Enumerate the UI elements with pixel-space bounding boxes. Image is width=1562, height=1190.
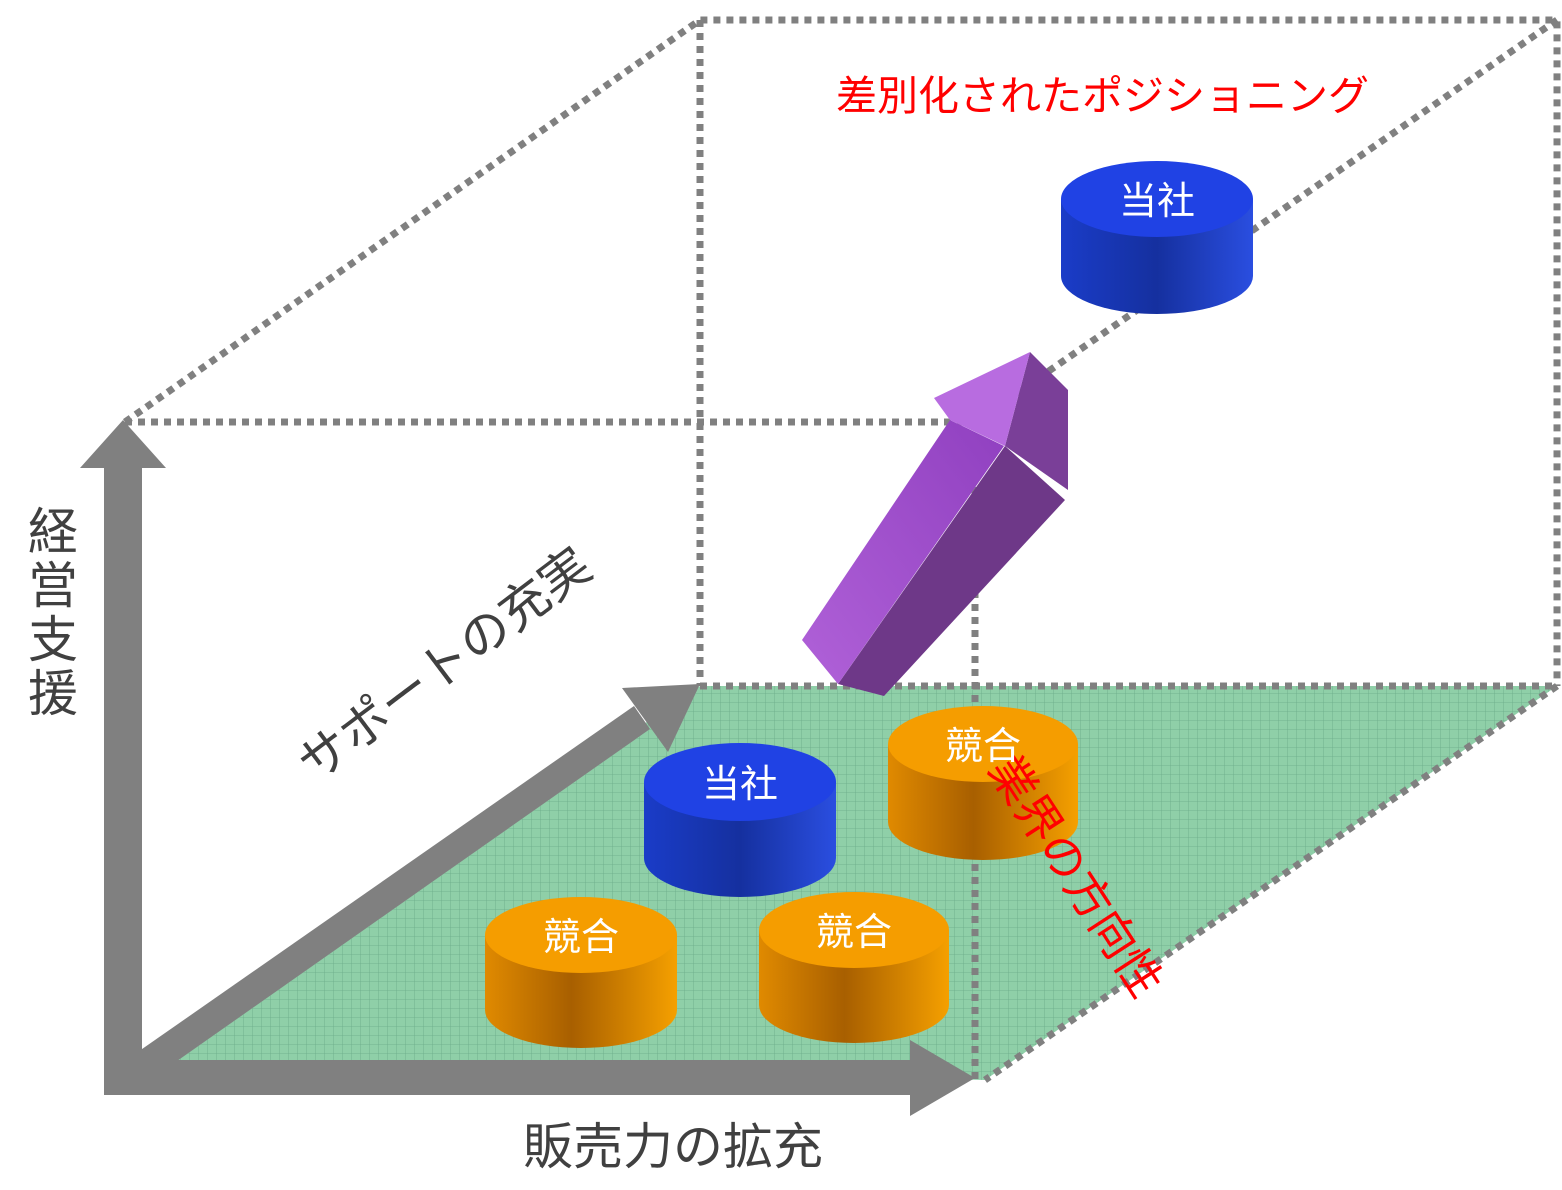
- disk-competitor-right-label: 競合: [944, 724, 1021, 768]
- disk-company-top: [1061, 161, 1253, 314]
- vertical-axis-arrow: [80, 420, 166, 1095]
- vertical-axis-label: 経営支援: [20, 505, 78, 721]
- horizontal-axis-label: 販売力の拡充: [523, 1118, 823, 1176]
- disk-company-top-label: 当社: [1118, 179, 1195, 223]
- depth-axis-arrow: [112, 684, 700, 1094]
- disk-company-floor: [644, 743, 836, 897]
- horizontal-axis-arrow: [104, 1040, 975, 1116]
- disk-competitor-left: [485, 897, 677, 1048]
- positioning-title: 差別化されたポジショニング: [836, 72, 1369, 120]
- disk-competitor-left-label: 競合: [542, 915, 619, 959]
- disk-company-floor-label: 当社: [701, 762, 778, 806]
- disk-competitor-middle: [759, 892, 949, 1043]
- disk-competitor-right: [888, 706, 1078, 860]
- disk-competitor-middle-label: 競合: [815, 910, 892, 954]
- growth-arrow: [802, 352, 1068, 696]
